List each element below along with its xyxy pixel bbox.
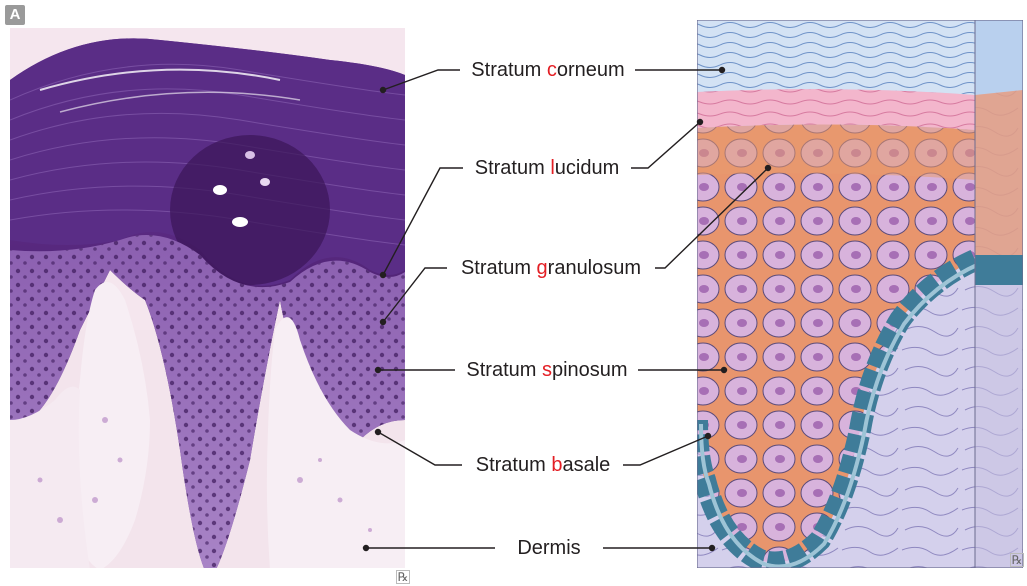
label-stratum-basale: Stratum basale xyxy=(472,453,615,477)
rx-logo-illustration: ℞ xyxy=(1010,553,1024,567)
label-stratum-corneum: Stratum corneum xyxy=(467,58,628,82)
rx-logo-histology: ℞ xyxy=(396,570,410,584)
label-highlight: b xyxy=(551,454,562,476)
label-prefix: Stratum xyxy=(461,257,537,279)
epidermis-illustration xyxy=(697,20,1023,568)
label-stratum-granulosum: Stratum granulosum xyxy=(457,256,645,280)
label-prefix: Stratum xyxy=(475,157,551,179)
label-prefix: Dermis xyxy=(517,537,580,559)
label-prefix: Stratum xyxy=(476,454,552,476)
label-stratum-spinosum: Stratum spinosum xyxy=(462,358,631,382)
label-prefix: Stratum xyxy=(466,359,542,381)
label-suffix: ranulosum xyxy=(548,257,641,279)
label-dermis: Dermis xyxy=(513,536,584,560)
label-highlight: c xyxy=(547,59,557,81)
label-suffix: asale xyxy=(562,454,610,476)
panel-label: A xyxy=(5,5,25,25)
label-highlight: g xyxy=(537,257,548,279)
label-stratum-lucidum: Stratum lucidum xyxy=(471,156,624,180)
label-suffix: pinosum xyxy=(552,359,628,381)
label-prefix: Stratum xyxy=(471,59,547,81)
histology-micrograph xyxy=(10,28,405,580)
label-suffix: ucidum xyxy=(555,157,619,179)
label-suffix: orneum xyxy=(557,59,625,81)
label-highlight: s xyxy=(542,359,552,381)
